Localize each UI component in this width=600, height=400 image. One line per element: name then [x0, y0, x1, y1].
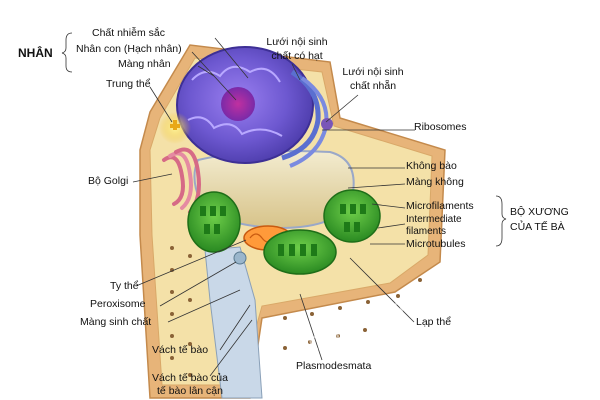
nucleolus-label: Nhân con (Hạch nhân) — [76, 43, 182, 55]
nucleus-shape — [176, 46, 333, 168]
rough-er-label-line2: chất có hạt — [271, 50, 323, 62]
nuclear-membrane-label: Màng nhân — [118, 58, 171, 70]
cytoskeleton-label-line1: BỘ XƯƠNG — [510, 206, 569, 218]
plasma-membrane-label: Màng sinh chất — [80, 316, 152, 328]
peroxisome-shape — [233, 251, 247, 265]
intermediate-filaments-label-line1: Intermediate — [406, 214, 462, 225]
smooth-er-label-line2: chất nhẵn — [349, 80, 397, 92]
golgi-label: Bộ Golgi — [88, 175, 129, 187]
ribosomes-label: Ribosomes — [414, 121, 467, 133]
intermediate-filaments-label-line2: filaments — [406, 226, 447, 237]
vacuole-membrane-label: Màng không — [406, 176, 464, 188]
cell-wall-label: Vách tế bào — [152, 344, 209, 356]
centrosome-label: Trung thể — [106, 78, 151, 90]
plasmodesmata-label: Plasmodesmata — [296, 360, 372, 372]
rough-er-label-line1: Lưới nội sinh — [266, 36, 328, 48]
mitochondrion-label: Ty thể — [110, 280, 139, 292]
microtubules-label: Microtubules — [406, 238, 466, 250]
smooth-er-label-line1: Lưới nội sinh — [342, 66, 404, 78]
chromatin-label: Chất nhiễm sắc — [92, 27, 165, 39]
chloroplast-shapes — [187, 189, 381, 275]
chloroplast-label: Lạp thể — [416, 316, 452, 328]
leader-lines — [61, 32, 507, 377]
vacuole-label: Không bào — [406, 160, 457, 172]
microfilaments-label: Microfilaments — [406, 200, 474, 212]
adjacent-wall-label-line1: Vách tế bào của — [152, 372, 228, 384]
peroxisome-label: Peroxisome — [90, 298, 146, 310]
adjacent-wall-label-line2: tế bào lân cận — [157, 385, 223, 397]
centrosome-shape — [159, 112, 191, 144]
nucleus-group-label: NHÂN — [18, 46, 53, 60]
cytoskeleton-label-line2: CỦA TẾ BÀ — [510, 221, 565, 233]
